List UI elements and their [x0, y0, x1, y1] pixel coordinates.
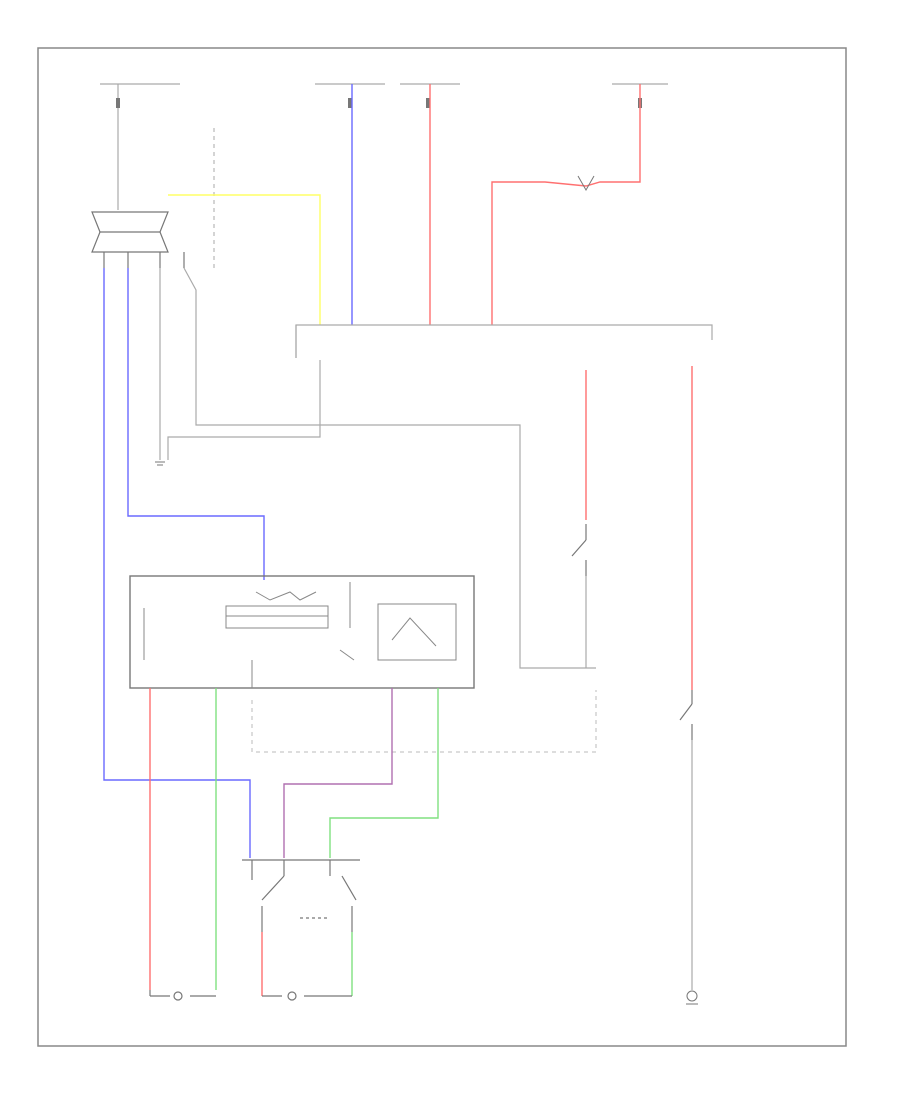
control-module [129, 575, 475, 689]
inline-ground-symbol [577, 175, 595, 192]
switch-2 [679, 690, 693, 740]
wire-green-switch [329, 688, 439, 858]
wire-blue-left-2 [103, 268, 251, 858]
motor-right [262, 991, 352, 1001]
top-power-feeds [100, 83, 668, 210]
wire-yellow [168, 194, 321, 325]
dual-switch [242, 859, 360, 932]
diagram-frame [37, 47, 847, 1047]
fuse-markers [116, 98, 642, 108]
module-internals [143, 582, 457, 688]
switch-1 [571, 524, 587, 576]
wires-plain-left [159, 267, 596, 669]
motor-left [149, 990, 216, 1001]
wire-red-top-2 [491, 84, 641, 325]
dashed-return-line [251, 690, 597, 753]
junction-bus [295, 324, 713, 358]
ground-symbol-bottom-right [686, 990, 698, 1005]
relay-component [91, 211, 185, 268]
ground-symbol-left [155, 461, 165, 466]
wire-blue-left-1 [127, 268, 265, 580]
wire-purple-switch [283, 688, 393, 858]
